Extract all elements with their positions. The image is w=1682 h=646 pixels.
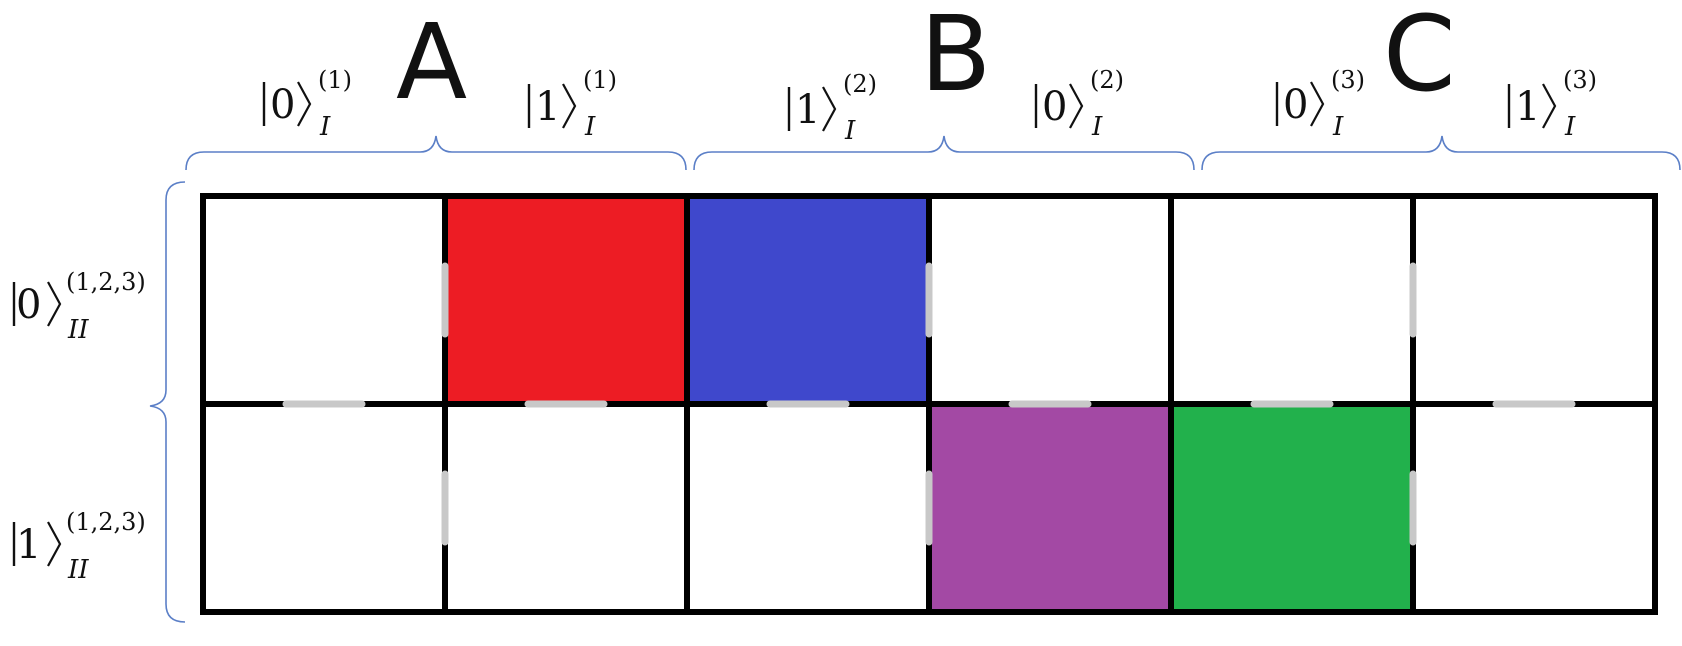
col-label-3: 1 (2) I — [795, 70, 877, 146]
col-label-5-sub: I — [1332, 112, 1344, 142]
cell-r1-c0 — [203, 404, 445, 612]
row-label-0-ket: 0 — [16, 282, 41, 328]
col-label-3-ket: 1 — [795, 87, 820, 133]
col-ket-4-angle — [1069, 83, 1084, 129]
cell-r0-c1 — [445, 196, 687, 404]
svg-text:1: 1 — [535, 84, 560, 130]
svg-text:0: 0 — [1042, 84, 1067, 130]
col-label-1-sub: I — [319, 112, 331, 142]
row-label-1-ket: 1 — [16, 522, 41, 568]
cell-r1-c3 — [929, 404, 1171, 612]
svg-text:0: 0 — [1283, 82, 1308, 128]
col-label-6: 1 (3) I — [1515, 66, 1597, 142]
svg-text:1: 1 — [16, 522, 41, 568]
col-label-6-sup: (3) — [1563, 66, 1597, 94]
col-label-2: 1 (1) I — [535, 66, 617, 142]
col-label-5-sup: (3) — [1331, 66, 1365, 94]
group-letter-a: A — [396, 1, 467, 123]
col-label-1: 0 (1) I — [270, 66, 352, 142]
col-label-2-sub: I — [584, 112, 596, 142]
row-label-1: 1 (1,2,3) II — [16, 508, 146, 585]
col-ket-1-angle — [297, 81, 312, 127]
col-label-6-ket: 1 — [1515, 84, 1540, 130]
cell-r0-c5 — [1413, 196, 1655, 404]
brace-group-c — [1201, 135, 1681, 171]
svg-text:0: 0 — [16, 282, 41, 328]
brace-group-b — [693, 135, 1195, 171]
ket-decorations — [262, 81, 1557, 132]
col-ket-6-angle — [1542, 83, 1557, 129]
col-label-3-sup: (2) — [843, 70, 877, 98]
col-label-5: 0 (3) I — [1283, 66, 1365, 142]
col-label-1-ket: 0 — [270, 82, 295, 128]
cell-r0-c4 — [1171, 196, 1413, 404]
cell-r0-c3 — [929, 196, 1171, 404]
brace-rows — [149, 181, 186, 623]
col-label-4: 0 (2) I — [1042, 66, 1124, 142]
col-label-1-sup: (1) — [318, 66, 352, 94]
cell-r0-c0 — [203, 196, 445, 404]
col-label-5-ket: 0 — [1283, 82, 1308, 128]
row-ket-0-angle — [47, 281, 62, 327]
svg-text:1: 1 — [795, 87, 820, 133]
row-label-1-sup: (1,2,3) — [66, 508, 146, 536]
col-ket-2-angle — [562, 83, 577, 129]
cell-r1-c5 — [1413, 404, 1655, 612]
row-label-0: 0 (1,2,3) II — [16, 268, 146, 345]
col-ket-3-angle — [822, 86, 837, 132]
col-label-3-sub: I — [844, 116, 856, 146]
gap-markers — [282, 262, 1576, 546]
col-label-2-sup: (1) — [583, 66, 617, 94]
group-letter-c: C — [1383, 0, 1456, 115]
row-label-0-sub: II — [67, 315, 89, 345]
svg-text:0: 0 — [270, 82, 295, 128]
col-label-6-sub: I — [1564, 112, 1576, 142]
brace-group-a — [185, 135, 687, 171]
row-label-1-sub: II — [67, 555, 89, 585]
col-ket-5-angle — [1310, 81, 1325, 127]
row-ket-1-angle — [47, 521, 62, 567]
col-label-4-ket: 0 — [1042, 84, 1067, 130]
cell-r1-c4 — [1171, 404, 1413, 612]
row-ket-decorations — [12, 281, 62, 567]
cell-r1-c2 — [687, 404, 929, 612]
col-label-4-sub: I — [1091, 112, 1103, 142]
svg-text:1: 1 — [1515, 84, 1540, 130]
group-letter-b: B — [920, 0, 991, 115]
cell-r0-c2 — [687, 196, 929, 404]
grid-cells — [203, 196, 1655, 612]
row-label-0-sup: (1,2,3) — [66, 268, 146, 296]
cell-r1-c1 — [445, 404, 687, 612]
col-label-4-sup: (2) — [1090, 66, 1124, 94]
col-label-2-ket: 1 — [535, 84, 560, 130]
